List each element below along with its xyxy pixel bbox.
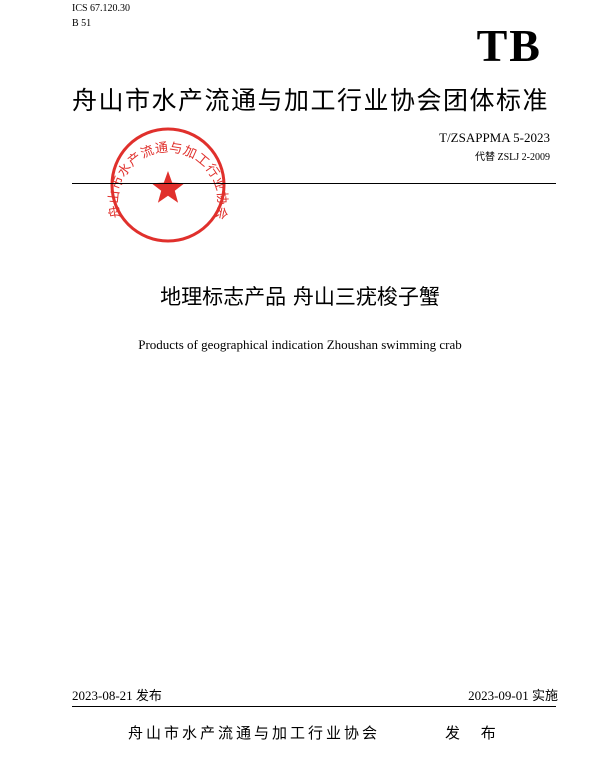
effective-date: 2023-09-01 实施 xyxy=(468,688,558,703)
classification-code: B 51 xyxy=(72,18,92,29)
footer-divider xyxy=(72,706,556,707)
issue-date: 2023-08-21 发布 xyxy=(72,688,162,703)
replaces-standard: 代替 ZSLJ 2-2009 xyxy=(475,152,550,163)
publisher-name: 舟山市水产流通与加工行业协会 xyxy=(128,724,381,742)
publish-label: 发 布 xyxy=(445,724,504,742)
standard-code: T/ZSAPPMA 5-2023 xyxy=(439,130,550,145)
standard-mark: TB xyxy=(476,20,542,71)
document-title-en: Products of geographical indication Zhou… xyxy=(138,337,462,352)
official-seal: 舟山市水产流通与加工行业协会 xyxy=(107,127,229,243)
organization-title: 舟山市水产流通与加工行业协会团体标准 xyxy=(72,86,550,115)
ics-number: ICS 67.120.30 xyxy=(72,3,131,14)
document-title-zh: 地理标志产品 舟山三疣梭子蟹 xyxy=(160,285,440,309)
header-divider xyxy=(72,183,556,184)
star-icon xyxy=(151,171,185,203)
